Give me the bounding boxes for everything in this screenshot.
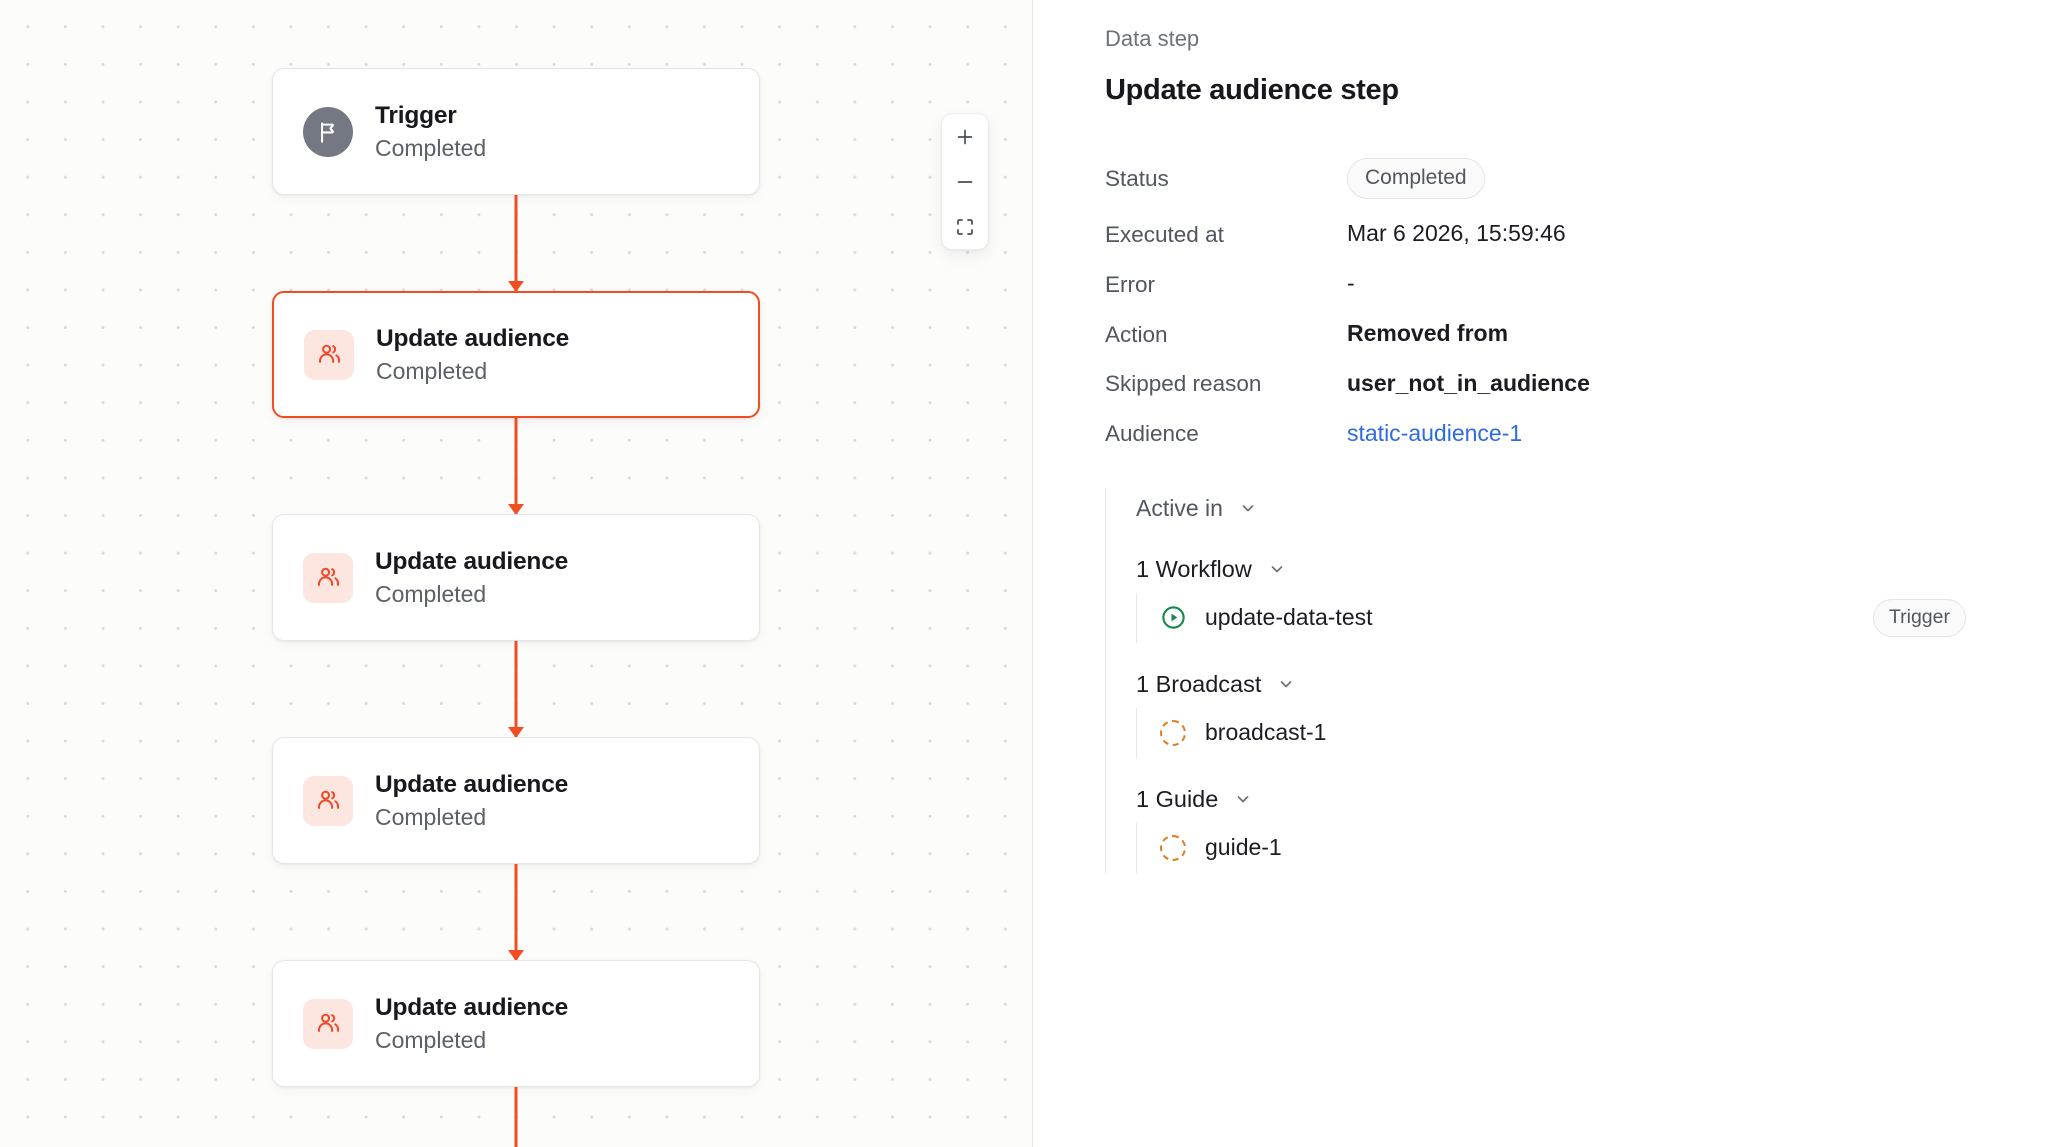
detail-value-cell: Completed [1347, 158, 2048, 200]
group-items: guide-1 [1136, 822, 2048, 873]
flow-connector [272, 1087, 760, 1147]
play-circle-icon-wrapper [1159, 604, 1187, 632]
connector-arrow-icon [508, 950, 524, 961]
zoom-in-button[interactable] [942, 114, 988, 159]
flow-node-status: Completed [376, 357, 488, 384]
flow-connector [272, 195, 760, 292]
dashed-circle-icon [1160, 834, 1186, 861]
group-toggle[interactable]: 1 Broadcast [1136, 669, 2048, 700]
flow-connector [272, 418, 760, 515]
users-icon [317, 567, 339, 586]
group-toggle[interactable]: 1 Workflow [1136, 554, 2048, 585]
detail-label: Executed at [1105, 221, 1224, 247]
active-in-group: 1 Broadcast broadcast-1 [1136, 669, 2048, 758]
connector-line [514, 864, 518, 960]
flow-connector [272, 864, 760, 961]
connector-line [514, 195, 518, 291]
detail-value: user_not_in_audience [1347, 370, 1590, 397]
zoom-out-button[interactable] [942, 159, 988, 204]
active-in-section: Active in 1 Workflow update-data-test Trig… [1105, 488, 2048, 873]
flow-node-status: Completed [375, 803, 487, 830]
flow-node-title: Update audience [375, 993, 569, 1021]
dashed-circle-icon-wrapper [1159, 834, 1187, 862]
group-items: update-data-test Trigger [1136, 592, 2048, 643]
chevron-down-icon [1281, 681, 1292, 688]
users-icon [317, 1013, 339, 1032]
detail-label: Action [1105, 321, 1168, 347]
detail-label: Audience [1105, 421, 1199, 447]
flow-node-status: Completed [375, 134, 487, 161]
connector-arrow-icon [508, 504, 524, 515]
detail-value: Mar 6 2026, 15:59:46 [1347, 220, 1566, 247]
users-icon-wrapper [303, 552, 353, 603]
flow-node-title: Update audience [375, 547, 569, 575]
page-title: Update audience step [1105, 74, 1399, 107]
connector-line [514, 1087, 518, 1147]
users-icon-wrapper [303, 775, 353, 826]
minus-icon [957, 180, 973, 183]
detail-panel: Data step Update audience step Status Com… [1033, 0, 2048, 1147]
flow-node-title: Update audience [376, 324, 570, 352]
group-items: broadcast-1 [1136, 707, 2048, 758]
list-item[interactable]: guide-1 [1159, 823, 2048, 873]
list-item[interactable]: broadcast-1 [1159, 708, 2048, 758]
dashed-circle-icon [1160, 719, 1186, 746]
users-icon [317, 790, 339, 809]
group-label: 1 Broadcast [1136, 670, 1262, 697]
detail-value: - [1347, 270, 1355, 297]
chevron-down-icon [1237, 796, 1249, 803]
active-in-toggle[interactable]: Active in [1136, 489, 2048, 528]
zoom-controls[interactable] [941, 113, 989, 250]
flow-node-status: Completed [375, 1026, 487, 1053]
flow-connector [272, 641, 760, 738]
active-in-group: 1 Guide guide-1 [1136, 784, 2048, 873]
connector-arrow-icon [508, 281, 524, 292]
list-item-label: broadcast-1 [1205, 719, 1327, 746]
list-item-label: guide-1 [1205, 834, 1282, 861]
connector-arrow-icon [508, 727, 524, 738]
list-item-label: update-data-test [1205, 604, 1373, 631]
chevron-down-icon [1271, 566, 1283, 573]
detail-label: Status [1105, 166, 1169, 192]
fullscreen-icon [957, 218, 973, 235]
flag-icon [321, 122, 334, 143]
chevron-down-icon [1242, 505, 1254, 512]
detail-label: Skipped reason [1105, 371, 1262, 397]
dashed-circle-icon-wrapper [1159, 719, 1187, 747]
users-icon [318, 344, 340, 363]
fit-to-screen-button[interactable] [942, 204, 988, 249]
flow-node-title: Update audience [375, 770, 569, 798]
flag-icon-wrapper [303, 106, 353, 157]
list-item-badge: Trigger [1872, 599, 1966, 637]
active-in-group: 1 Workflow update-data-test Trigger [1136, 554, 2048, 643]
list-item[interactable]: update-data-test Trigger [1159, 593, 2048, 643]
play-circle-icon [1161, 606, 1185, 630]
users-icon-wrapper [303, 998, 353, 1049]
detail-label: Error [1105, 271, 1155, 297]
plus-icon [957, 129, 973, 144]
group-label: 1 Workflow [1136, 555, 1252, 582]
connector-line [514, 641, 518, 737]
active-in-label: Active in [1136, 494, 1223, 521]
detail-value: Removed from [1347, 320, 1509, 347]
group-toggle[interactable]: 1 Guide [1136, 784, 2048, 815]
flow-node-status: Completed [375, 580, 487, 607]
flow-node-title: Trigger [375, 101, 457, 129]
connector-line [514, 418, 518, 514]
users-icon-wrapper [304, 329, 354, 380]
status-badge: Completed [1347, 158, 1485, 200]
panel-eyebrow: Data step [1105, 26, 1200, 51]
active-in-groups: 1 Workflow update-data-test Trigger 1 Broad… [1136, 554, 2048, 873]
audience-link[interactable]: static-audience-1 [1347, 420, 1523, 446]
group-label: 1 Guide [1136, 785, 1219, 812]
